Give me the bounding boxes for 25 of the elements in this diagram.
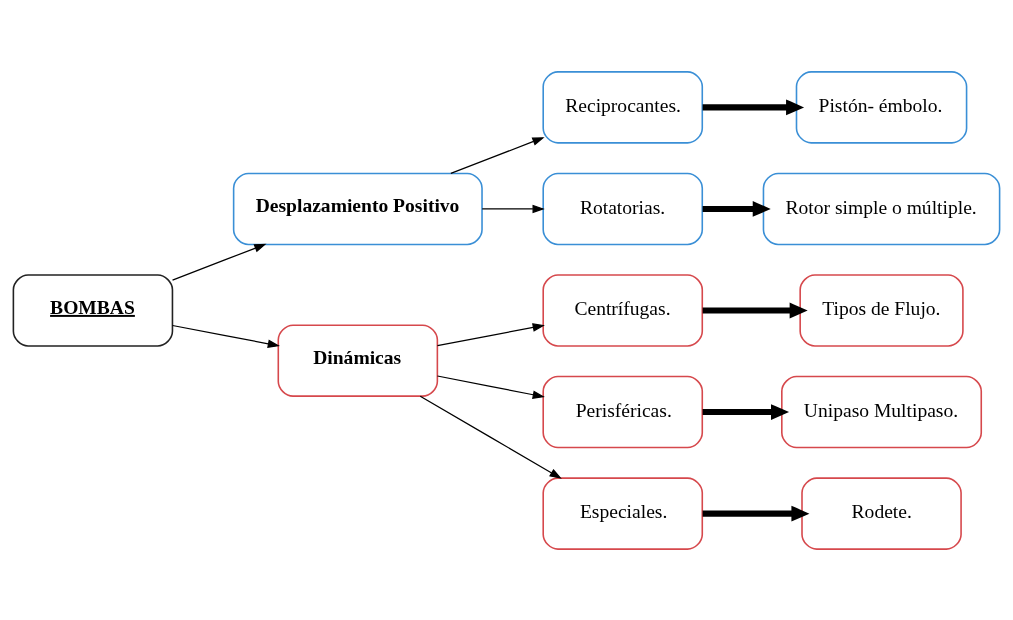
node-box: Dinámicas [277, 323, 439, 397]
node-box: Centrífugas. [542, 273, 704, 347]
arrow [702, 200, 771, 217]
node-box: Rodete. [801, 476, 962, 550]
node-box: Rotatorias. [542, 172, 704, 245]
node-box: BOMBAS [12, 273, 174, 347]
node-box: Pistón- émbolo. [795, 70, 968, 144]
node-box: Rotor simple o múltiple. [762, 172, 1001, 245]
arrow [481, 204, 545, 213]
arrow [436, 374, 545, 399]
node-box: Desplazamiento Positivo [232, 172, 483, 245]
node-box: Tipos de Flujo. [799, 273, 964, 347]
arrow [436, 322, 545, 346]
arrow [702, 302, 808, 318]
node-box: Especiales. [542, 476, 704, 550]
arrow [419, 395, 562, 479]
arrow [171, 324, 280, 348]
arrow [450, 136, 545, 174]
arrow [171, 243, 267, 281]
node-box: Perisféricas. [542, 375, 704, 448]
arrow [702, 403, 790, 420]
arrow [702, 505, 810, 521]
arrow [702, 98, 805, 115]
node-box: Unipaso Multipaso. [781, 375, 983, 448]
node-box: Reciprocantes. [542, 70, 704, 144]
